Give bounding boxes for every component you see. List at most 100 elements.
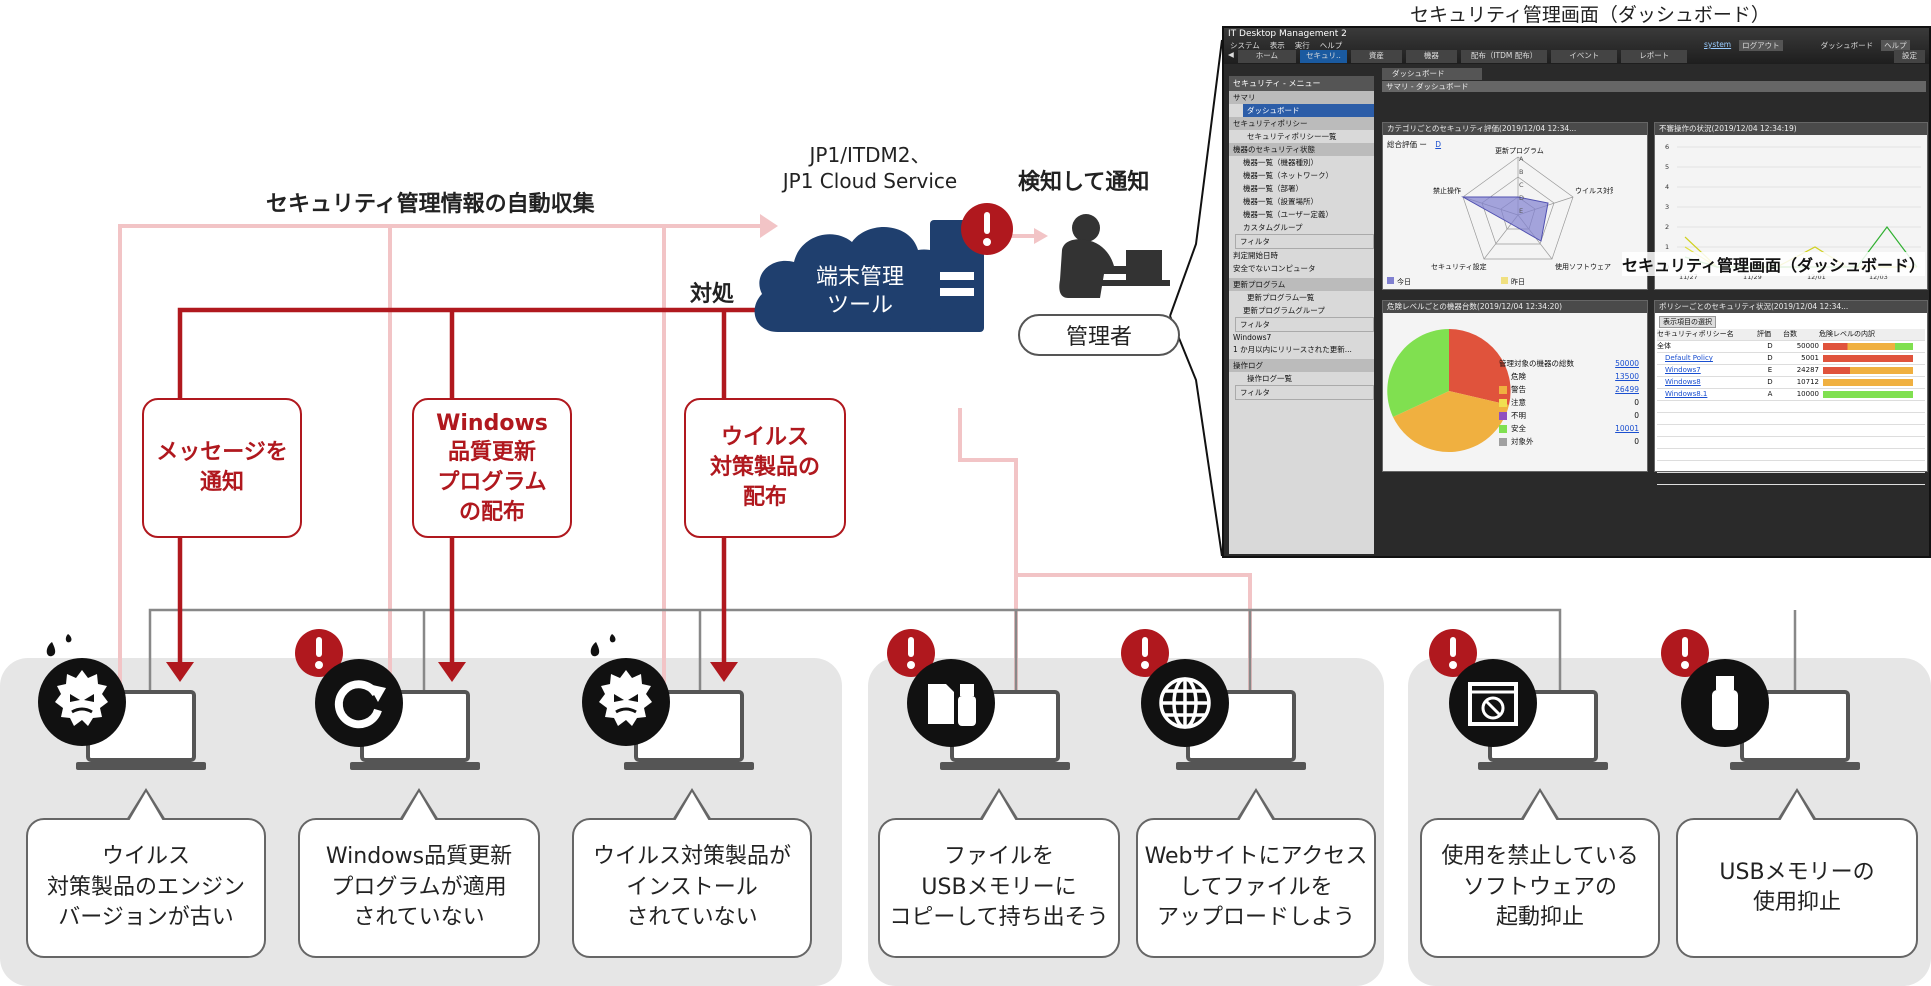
menu-device-list-location[interactable]: 機器一覧（設置場所） (1243, 197, 1318, 206)
menu-device-list-dept[interactable]: 機器一覧（部署） (1243, 184, 1303, 193)
col-header: 危険レベルの内訳 (1819, 330, 1875, 338)
dashboard-app-title: IT Desktop Management 2 (1228, 29, 1347, 39)
overall-evaluation: 総合評価 ー D (1387, 139, 1441, 150)
y-tick: 3 (1665, 203, 1669, 211)
radar-axis-label: 更新プログラム (1495, 146, 1544, 155)
table-row: Windows7 E 24287 (1657, 365, 1925, 377)
user-link[interactable]: system (1704, 40, 1732, 49)
server-name: JP1/ITDM2、 JP1 Cloud Service (760, 142, 980, 194)
panel-title: カテゴリごとのセキュリティ評価(2019/12/04 12:34... (1383, 123, 1647, 135)
toolbar-devices[interactable]: 機器 (1405, 50, 1457, 63)
admin-person-icon (1059, 214, 1170, 298)
breadcrumb: サマリ - ダッシュボード (1382, 81, 1926, 92)
risk-bar (1823, 367, 1913, 374)
menu-security-policy[interactable]: セキュリティポリシー (1229, 117, 1374, 130)
bubble-old-antivirus-engine: ウイルス 対策製品のエンジン バージョンが古い (26, 788, 266, 958)
radar-axis-label: ウイルス対策製品 (1575, 186, 1613, 195)
x-tick: 12/03 (1869, 273, 1888, 281)
back-icon[interactable]: ◀ (1228, 50, 1234, 59)
menu-filter-recent: 1 か月以内にリリースされた更新... (1233, 345, 1352, 354)
logout-button[interactable]: ログアウト (1739, 40, 1783, 51)
x-tick: 11/27 (1679, 273, 1698, 281)
toolbar-security[interactable]: セキュリ.. (1300, 50, 1347, 63)
radar-axis-label: 使用ソフトウェア (1555, 262, 1611, 271)
table-row (1657, 473, 1925, 485)
virus-icon (582, 634, 670, 746)
dashboard-toolbar: ◀ ホーム セキュリ.. 資産 機器 配布（ITDM 配布） イベント レポート… (1228, 50, 1925, 63)
panel-title: 不審操作の状況(2019/12/04 12:34:19) (1655, 123, 1927, 135)
menu-operation-log-list[interactable]: 操作ログ一覧 (1247, 374, 1292, 383)
menu-filter[interactable]: フィルタ (1235, 317, 1374, 332)
panel-title: 危険レベルごとの機器台数(2019/12/04 12:34:20) (1383, 301, 1647, 313)
radar-chart: A B C D E 更新プログラム ウイルス対策製品 使用ソフトウェア セキュリ… (1431, 146, 1613, 271)
total-row: 管理対象の機器の総数 50000 (1499, 357, 1645, 370)
menu-system[interactable]: システム (1230, 41, 1260, 50)
menu-device-list-user[interactable]: 機器一覧（ユーザー定義） (1243, 210, 1333, 219)
menu-filter[interactable]: フィルタ (1235, 385, 1374, 400)
dashboard-menu: システム 表示 実行 ヘルプ (1230, 40, 1342, 51)
menu-filter[interactable]: フィルタ (1235, 234, 1374, 249)
usb-icon (1681, 659, 1769, 747)
virus-icon (38, 634, 126, 746)
risk-bar (1823, 391, 1913, 398)
menu-dashboard[interactable]: ダッシュボード (1243, 104, 1374, 117)
table-row (1657, 437, 1925, 449)
tab-dashboard[interactable]: ダッシュボード (1382, 68, 1482, 80)
toolbar-events[interactable]: イベント (1551, 50, 1618, 63)
policy-header-row: セキュリティポリシー名 評価 台数 危険レベルの内訳 (1657, 329, 1925, 341)
panel-category-evaluation: カテゴリごとのセキュリティ評価(2019/12/04 12:34... 総合評価… (1382, 122, 1648, 290)
menu-device-list-network[interactable]: 機器一覧（ネットワーク） (1243, 171, 1333, 180)
menu-operation-log[interactable]: 操作ログ (1229, 359, 1374, 372)
select-columns-button[interactable]: 表示項目の選択 (1659, 316, 1716, 328)
menu-help[interactable]: ヘルプ (1319, 41, 1343, 50)
toolbar-home[interactable]: ホーム (1237, 50, 1297, 63)
risk-bar (1823, 343, 1913, 350)
menu-custom-group[interactable]: カスタムグループ (1243, 223, 1303, 232)
total-value[interactable]: 50000 (1615, 359, 1639, 368)
globe-icon (1141, 659, 1229, 747)
menu-device-list-type[interactable]: 機器一覧（機器種別） (1243, 158, 1318, 167)
alert-icon (1429, 629, 1477, 677)
table-row (1657, 425, 1925, 437)
menu-summary[interactable]: サマリ (1229, 91, 1374, 104)
server-alert-icon (961, 203, 1013, 255)
dashboard-menubar: IT Desktop Management 2 システム 表示 実行 ヘルプ s… (1224, 28, 1929, 64)
radar-grade: B (1519, 168, 1523, 176)
bubble-block-prohibited-software: 使用を禁止している ソフトウェアの 起動抑止 (1420, 788, 1660, 958)
menu-policy-list[interactable]: セキュリティポリシー一覧 (1247, 132, 1337, 141)
table-row: Windows8.1 A 10000 (1657, 389, 1925, 401)
dashboard-link[interactable]: ダッシュボード (1820, 41, 1874, 50)
help-button[interactable]: ヘルプ (1881, 40, 1910, 51)
menu-update-group[interactable]: 更新プログラムグループ (1243, 306, 1325, 315)
table-row (1657, 449, 1925, 461)
legend-yesterday: 昨日 (1501, 277, 1525, 287)
toolbar-distribution[interactable]: 配布（ITDM 配布） (1460, 50, 1548, 63)
menu-view[interactable]: 表示 (1269, 41, 1285, 50)
menu-updates[interactable]: 更新プログラム (1229, 278, 1374, 291)
risk-bar (1823, 355, 1913, 362)
auto-collect-label: セキュリティ管理情報の自動収集 (266, 192, 595, 217)
toolbar-assets[interactable]: 資産 (1350, 50, 1402, 63)
toolbar-settings[interactable]: 設定 (1894, 50, 1925, 63)
menu-run[interactable]: 実行 (1294, 41, 1310, 50)
table-row (1657, 413, 1925, 425)
table-row: Windows8 D 10712 (1657, 377, 1925, 389)
menu-device-security[interactable]: 機器のセキュリティ状態 (1229, 143, 1374, 156)
table-row: 全体 D 50000 (1657, 341, 1925, 353)
table-row: Default Policy D 5001 (1657, 353, 1925, 365)
toolbar-report[interactable]: レポート (1621, 50, 1688, 63)
y-tick: 2 (1665, 223, 1669, 231)
overall-grade[interactable]: D (1435, 140, 1442, 149)
x-tick: 12/01 (1807, 273, 1826, 281)
prohibit-window-icon (1449, 659, 1537, 747)
cloud-label: 端末管理 ツール (815, 265, 904, 318)
menu-filter-windows7: Windows7 (1233, 333, 1272, 342)
menu-update-list[interactable]: 更新プログラム一覧 (1247, 293, 1315, 302)
policy-table: セキュリティポリシー名 評価 台数 危険レベルの内訳 全体 D 50000 De… (1657, 329, 1925, 485)
action-distribute-antivirus: ウイルス 対策製品の 配布 (684, 398, 846, 538)
alert-icon (887, 629, 935, 677)
y-tick: 4 (1665, 183, 1669, 191)
